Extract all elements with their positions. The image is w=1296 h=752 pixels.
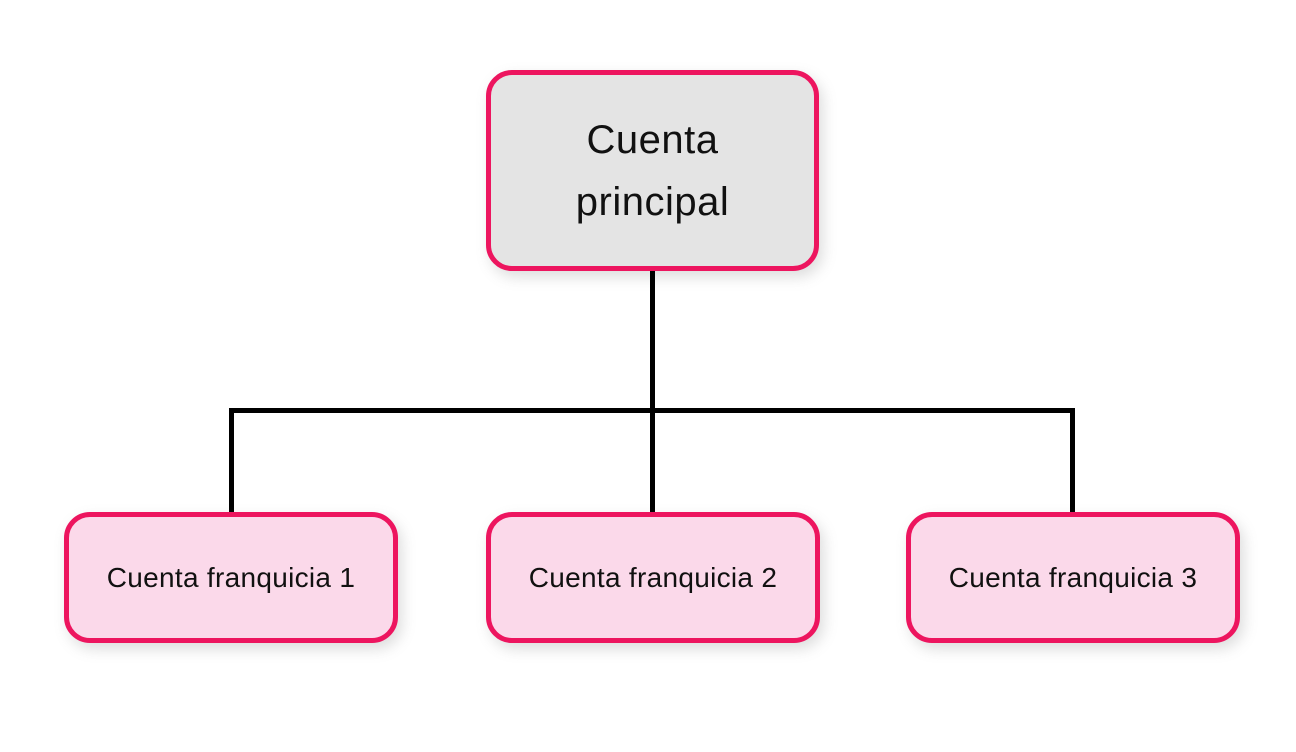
node-label: Cuenta franquicia 1 — [106, 561, 356, 593]
node-root-cuenta-principal: Cuenta principal — [486, 70, 819, 271]
node-child-cuenta-franquicia-1: Cuenta franquicia 1 — [64, 512, 398, 643]
connector-drop-child-2 — [650, 408, 655, 513]
connector-root-stem — [650, 271, 655, 413]
node-child-cuenta-franquicia-3: Cuenta franquicia 3 — [906, 512, 1240, 643]
connector-drop-child-3 — [1070, 408, 1075, 513]
node-child-cuenta-franquicia-2: Cuenta franquicia 2 — [486, 512, 820, 643]
node-label: Cuenta franquicia 3 — [948, 561, 1198, 593]
connector-drop-child-1 — [229, 408, 234, 513]
node-label: Cuenta principal — [575, 117, 730, 224]
node-label: Cuenta franquicia 2 — [528, 561, 778, 593]
